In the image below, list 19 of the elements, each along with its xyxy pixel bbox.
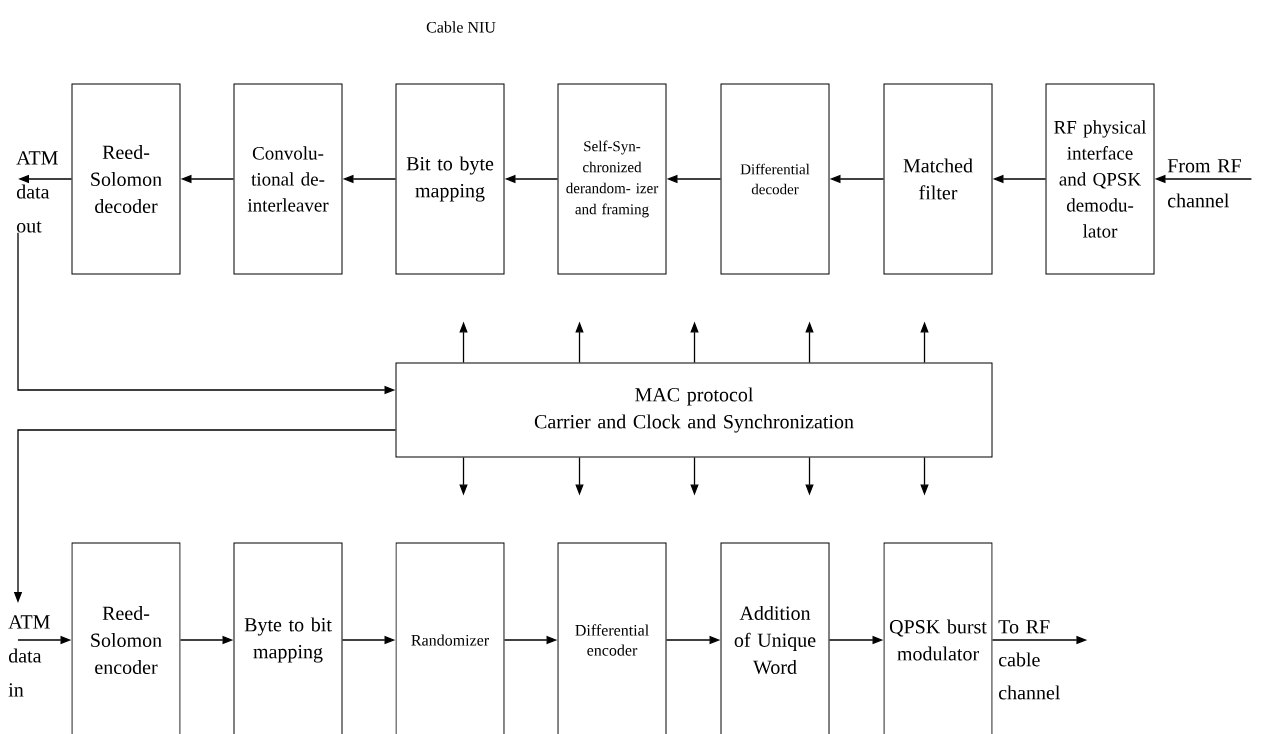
process-box: Randomizer	[395, 542, 505, 734]
signal-label: To RF cable channel	[998, 620, 1060, 700]
process-box: QPSK burst modulator	[883, 542, 993, 734]
process-box: Bit to byte mapping	[395, 83, 505, 275]
signal-label: From RF channel	[1167, 159, 1241, 208]
title: Cable NIU	[426, 21, 496, 33]
signal-label: ATM data out	[16, 151, 58, 233]
process-box: RF physical interface and QPSK demodu- lator	[1045, 83, 1155, 275]
process-box: Convolu- tional de- interleaver	[233, 83, 343, 275]
process-box: Addition of Unique Word	[720, 542, 830, 734]
process-box: Differential decoder	[720, 83, 830, 275]
process-box: Self-Syn- chronized derandom- izer and framing	[557, 83, 667, 275]
process-box: MAC protocol Carrier and Clock and Synchronization	[395, 362, 993, 458]
process-box: Byte to bit mapping	[233, 542, 343, 734]
process-box: Differential encoder	[557, 542, 667, 734]
process-box: Reed-Solomon decoder	[71, 83, 181, 275]
signal-label: ATM data in	[8, 615, 50, 697]
process-box: Matched filter	[883, 83, 993, 275]
process-box: Reed-Solomon encoder	[71, 542, 181, 734]
